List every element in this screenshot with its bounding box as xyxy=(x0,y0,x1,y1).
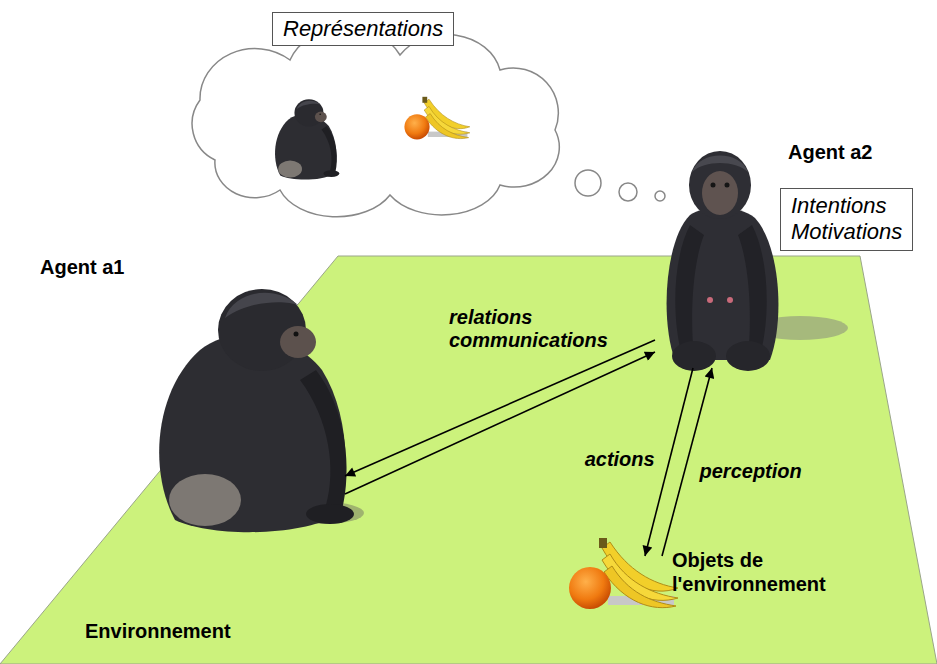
agent-figure: Agent a1 xyxy=(150,290,345,530)
agent-label: Agent a2 xyxy=(788,140,872,164)
agent-label: Agent a1 xyxy=(40,255,124,279)
agent-figure: Agent a2 xyxy=(655,140,780,368)
monkey-chest xyxy=(707,297,713,303)
monkey-face xyxy=(702,171,738,215)
monkey-arm xyxy=(675,225,704,355)
monkey-arm xyxy=(738,225,767,355)
monkey-fur xyxy=(692,156,748,173)
region-label: Environnement xyxy=(85,620,231,643)
monkey-eye xyxy=(725,183,730,188)
monkey-chest xyxy=(727,297,733,303)
edge-label: actions xyxy=(583,448,657,471)
arrow-connector xyxy=(345,352,655,494)
monkey-eye xyxy=(711,183,716,188)
title-box: Représentations xyxy=(272,12,454,46)
monkey-leg xyxy=(726,341,770,371)
monkey-head xyxy=(689,151,751,219)
environment-plane xyxy=(0,256,937,664)
thought-bubble xyxy=(575,170,601,196)
box-text: Intentions Motivations xyxy=(791,193,902,246)
box-text: Représentations xyxy=(283,16,443,42)
edge-label: relations communications xyxy=(447,306,610,352)
monkey-in-thought xyxy=(275,99,339,179)
fruit-in-thought xyxy=(404,97,469,140)
edge-label: perception xyxy=(698,460,804,483)
thought-cloud xyxy=(192,27,559,216)
objects-figure: Objets de l'environnement xyxy=(568,556,672,616)
monkey-body xyxy=(667,208,779,360)
note-box: Intentions Motivations xyxy=(780,188,913,251)
agent-label: Objets de l'environnement xyxy=(672,548,892,596)
fruit-objects xyxy=(569,538,678,609)
monkey-agent-a2 xyxy=(667,151,779,371)
thought-bubble xyxy=(619,183,637,201)
thought-bubble xyxy=(655,191,665,201)
monkey-leg xyxy=(672,341,716,371)
monkey-agent-a1 xyxy=(159,289,354,532)
